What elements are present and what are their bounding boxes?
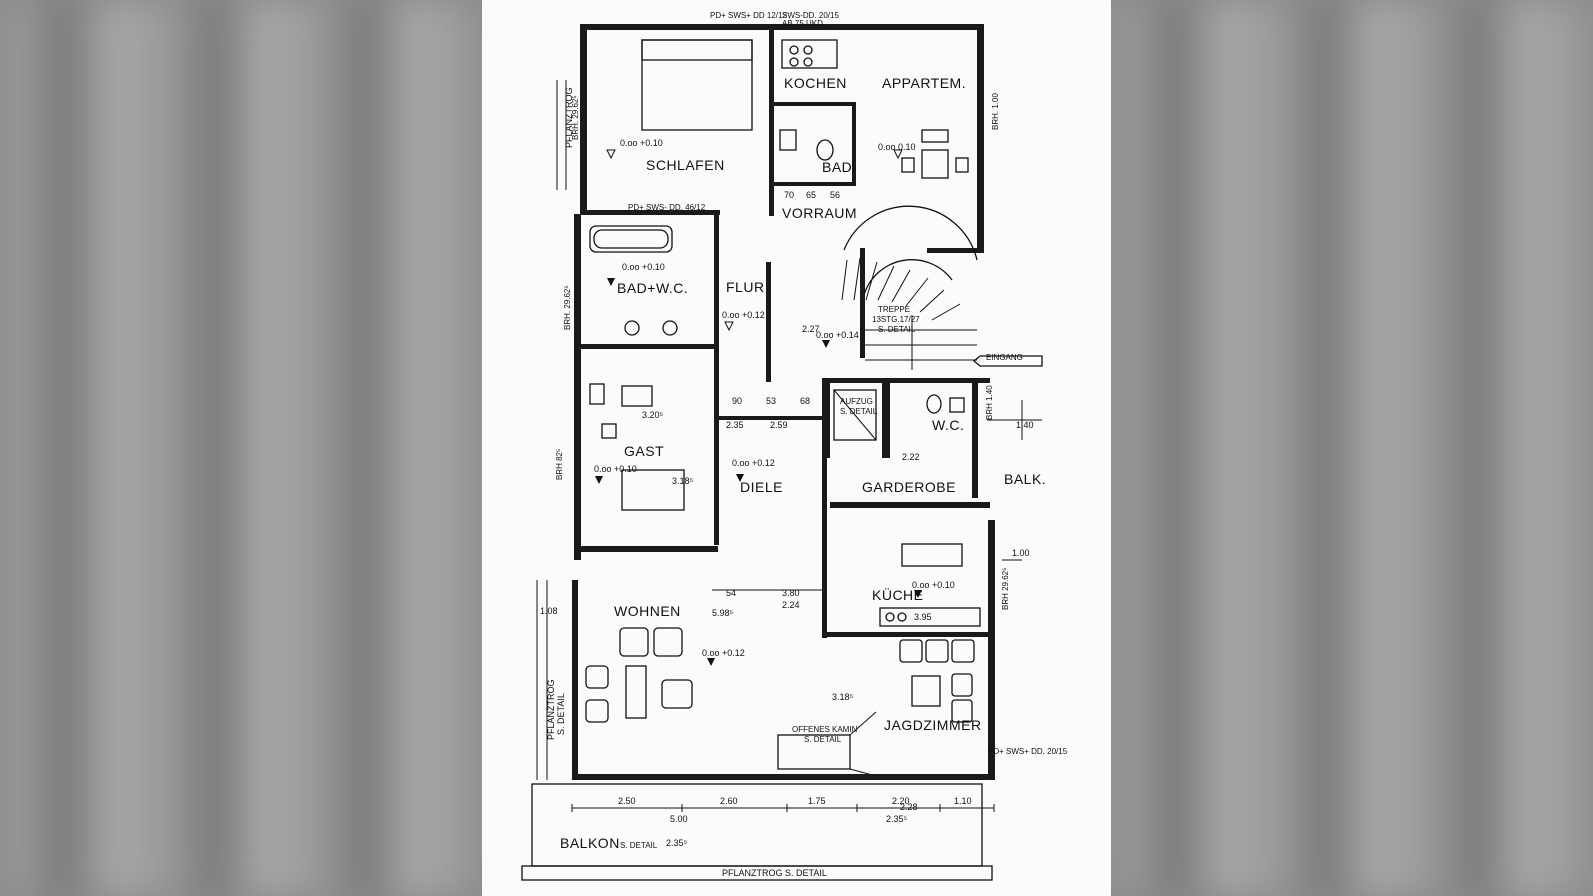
dim-bottom-2: 2.60 [720,796,738,806]
level-diele: 0.oo +0.12 [732,458,775,468]
dim-bottom-3: 1.75 [808,796,826,806]
construction-notes: PD+ SWS+ DD 12/12 SWS-DD. 20/15 AB 75 UK… [628,11,1068,756]
label-flur: FLUR [726,279,765,295]
dim-bottom-1: 2.50 [618,796,636,806]
label-pflanztrog-bottom: PFLANZTROG S. DETAIL [722,868,827,878]
dim-misc-5: 2.27 [802,324,820,334]
label-kueche: KÜCHE [872,586,924,603]
level-kueche: 0.oo +0.10 [912,580,955,590]
dim-misc-9: 70 [784,190,794,200]
label-pflanztrog-left-bottom-detail: S. DETAIL [556,693,566,735]
dim-gast-width: 3.20⁵ [642,410,664,420]
dim-right-2: 1.00 [1012,548,1030,558]
dim-bottom-sub-1: 5.00 [670,814,688,824]
label-bad-wc: BAD+W.C. [617,280,688,296]
label-appartem: APPARTEM. [882,75,966,91]
label-schlafen: SCHLAFEN [646,157,725,173]
dim-misc-8: 2.28 [900,802,918,812]
dim-wohnen-width: 5.98⁵ [712,608,734,618]
level-wohnen: 0.oo +0.12 [702,648,745,658]
label-bad: BAD [822,159,852,175]
dim-misc-7: 3.18⁵ [832,692,854,702]
label-gast: GAST [624,443,664,459]
label-kochen: KOCHEN [784,75,847,91]
dim-misc-4: 2.22 [902,452,920,462]
label-eingang: EINGANG [986,353,1023,362]
walls [572,24,995,780]
level-labels: 0.oo +0.10 0.oo 0.10 0.oo +0.10 0.oo +0.… [594,138,955,658]
level-schlafen: 0.oo +0.10 [620,138,663,148]
brh-6: BRH 29.62⁵ [1001,568,1010,610]
label-diele: DIELE [740,479,783,495]
furniture [585,39,981,777]
brh-5: BRH 1.40 [985,385,994,420]
dim-flur-1: 90 [732,396,742,406]
note-5: PD+ SWS+ DD. 20/15 [988,747,1068,756]
label-treppe: TREPPE [878,305,910,314]
label-wc: W.C. [932,417,964,433]
label-pflanztrog-left-top: PFLANZTROG [564,87,574,148]
dim-bottom-sub-3: 2.35⁵ [886,814,908,824]
brh-1: BRH. 29.62⁵ [571,95,580,140]
entrance-arrow [972,355,1043,367]
label-wohnen: WOHNEN [614,603,681,619]
note-1: PD+ SWS+ DD 12/12 [710,11,787,20]
dim-bottom-5: 1.10 [954,796,972,806]
blurred-background-left [0,0,482,896]
note-2: SWS-DD. 20/15 [782,11,839,20]
label-aufzug: AUFZUG [840,397,873,406]
level-flur: 0.oo +0.12 [722,310,765,320]
dim-right-1: 1.40 [1016,420,1034,430]
brh-4: BRH. 1.00 [991,93,1000,130]
floor-plan-drawing: SCHLAFEN KOCHEN APPARTEM. BAD VORRAUM BA… [521,11,1068,881]
dim-misc-3: 54 [726,588,736,598]
dim-misc-2: 2.24 [782,600,800,610]
label-balkon-detail: S. DETAIL [620,841,658,850]
dim-misc-10: 65 [806,190,816,200]
dim-misc-6: 3.18⁵ [672,476,694,486]
label-balkon: BALKON [560,835,620,851]
dim-misc-12: 1.08 [540,606,558,616]
floor-plan-sheet: SCHLAFEN KOCHEN APPARTEM. BAD VORRAUM BA… [482,0,1111,896]
dim-bottom-sub-2: 2.35⁵ [666,838,688,848]
level-markers [595,149,922,666]
dim-flur-total: 2.35 [726,420,744,430]
brh-2: BRH. 29.62⁵ [563,285,572,330]
label-treppe-detail1: 13STG.17/27 [872,315,920,324]
label-balk: BALK. [1004,471,1046,487]
label-garderobe: GARDEROBE [862,479,956,495]
blurred-background-right [1111,0,1593,896]
label-offenes-kamin: OFFENES KAMIN [792,725,858,734]
dimension-lines [521,80,1042,881]
label-treppe-detail2: S. DETAIL [878,325,916,334]
brh-labels: BRH. 29.62⁵ BRH. 29.62⁵ BRH 82⁵ BRH. 1.0… [555,93,1010,610]
dim-flur-3: 68 [800,396,810,406]
room-labels: SCHLAFEN KOCHEN APPARTEM. BAD VORRAUM BA… [546,75,1046,878]
label-aufzug-detail: S. DETAIL [840,407,878,416]
level-gast: 0.oo +0.10 [594,464,637,474]
label-offenes-kamin-detail: S. DETAIL [804,735,842,744]
dim-bottom-4: 2.20 [892,796,910,806]
note-3: AB 75 UKD. [782,19,825,28]
dimension-labels: 2.50 2.60 1.75 2.20 1.10 5.00 2.35⁵ 2.35… [540,190,1034,848]
label-jagdzimmer: JAGDZIMMER [884,717,982,733]
brh-3: BRH 82⁵ [555,449,564,480]
dim-misc-1: 3.80 [782,588,800,598]
dim-kueche-width: 3.95 [914,612,932,622]
dim-flur-2: 53 [766,396,776,406]
dim-diele-width: 2.59 [770,420,788,430]
dim-misc-11: 56 [830,190,840,200]
level-vorraum: 0.oo +0.14 [816,330,859,340]
level-bad-wc: 0.oo +0.10 [622,262,665,272]
level-appartem: 0.oo 0.10 [878,142,916,152]
note-4: PD+ SWS- DD. 46/12 [628,203,706,212]
label-pflanztrog-left-bottom: PFLANZTROG [546,679,556,740]
label-vorraum: VORRAUM [782,205,857,221]
staircase [841,205,978,370]
